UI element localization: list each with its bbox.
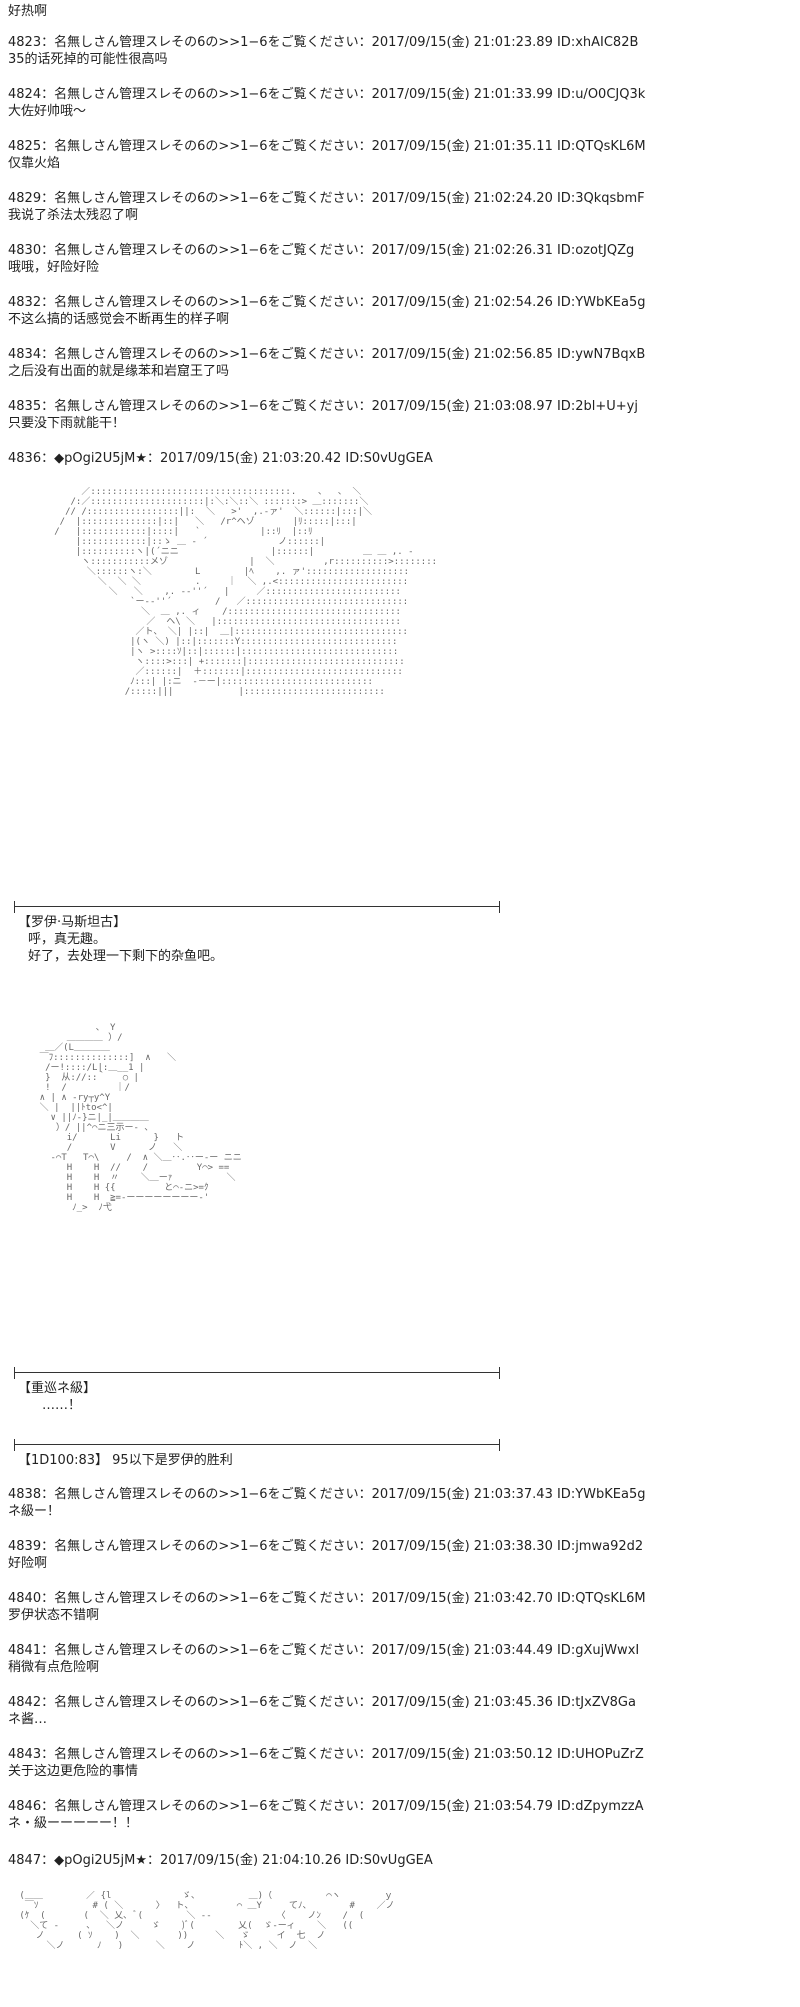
ascii-art-effects: (＿＿ ／ {l ゞ、 ＿)（ ⌒ヽ ｙ ￣ｿ # ( ＼ 〉 ト、 ⌒ ＿Y …: [19, 1891, 395, 1951]
post-header: 4832：名無しさん管理スレその6の>>1−6をご覧ください：2017/09/1…: [8, 295, 646, 310]
post-header: 4842：名無しさん管理スレその6の>>1−6をご覧ください：2017/09/1…: [8, 1695, 636, 1710]
post-header: 4829：名無しさん管理スレその6の>>1−6をご覧ください：2017/09/1…: [8, 191, 645, 206]
post-header: 4838：名無しさん管理スレその6の>>1−6をご覧ください：2017/09/1…: [8, 1487, 646, 1502]
ascii-art-roy: ／:::::::::::::::::::::::::::::::::::::. …: [54, 487, 438, 697]
post-4842: 4842：名無しさん管理スレその6の>>1−6をご覧ください：2017/09/1…: [8, 1694, 636, 1728]
post-body: 罗伊状态不错啊: [8, 1608, 100, 1623]
post-4846: 4846：名無しさん管理スレその6の>>1−6をご覧ください：2017/09/1…: [8, 1798, 644, 1832]
post-4824: 4824：名無しさん管理スレその6の>>1−6をご覧ください：2017/09/1…: [8, 86, 645, 120]
post-4832: 4832：名無しさん管理スレその6の>>1−6をご覧ください：2017/09/1…: [8, 294, 645, 328]
post-body: 仅靠火焰: [8, 156, 61, 171]
dice-result: 【1D100:83】 95以下是罗伊的胜利: [18, 1453, 233, 1468]
post-body: 我说了杀法太残忍了啊: [8, 208, 139, 223]
post-4841: 4841：名無しさん管理スレその6の>>1−6をご覧ください：2017/09/1…: [8, 1642, 639, 1676]
post-body: 35的话死掉的可能性很高吗: [8, 52, 168, 67]
author-post-4847: 4847：◆pOgi2U5jM★：2017/09/15(金) 21:04:10.…: [8, 1852, 433, 1869]
post-body: ネ級ー！: [8, 1504, 61, 1519]
dialogue-line: 好了，去处理一下剩下的杂鱼吧。: [28, 949, 224, 964]
scene-divider: [14, 1367, 500, 1379]
post-header: 4840：名無しさん管理スレその6の>>1−6をご覧ください：2017/09/1…: [8, 1591, 646, 1606]
speaker-name: 【重巡ネ級】: [18, 1381, 97, 1396]
scene-1-dialogue: 【罗伊·马斯坦古】 呼，真无趣。 好了，去处理一下剩下的杂鱼吧。: [18, 914, 223, 965]
post-4840: 4840：名無しさん管理スレその6の>>1−6をご覧ください：2017/09/1…: [8, 1590, 646, 1624]
post-header: 4830：名無しさん管理スレその6の>>1−6をご覧ください：2017/09/1…: [8, 243, 635, 258]
post-header: 4841：名無しさん管理スレその6の>>1−6をご覧ください：2017/09/1…: [8, 1643, 640, 1658]
post-4839: 4839：名無しさん管理スレその6の>>1−6をご覧ください：2017/09/1…: [8, 1538, 643, 1572]
dialogue-line: 呼，真无趣。: [28, 932, 107, 947]
post-header: 4836：◆pOgi2U5jM★：2017/09/15(金) 21:03:20.…: [8, 451, 433, 466]
post-body: 之后没有出面的就是缘苯和岩窟王了吗: [8, 364, 230, 379]
post-header: 4843：名無しさん管理スレその6の>>1−6をご覧ください：2017/09/1…: [8, 1747, 644, 1762]
post-4838: 4838：名無しさん管理スレその6の>>1−6をご覧ください：2017/09/1…: [8, 1486, 645, 1520]
post-body: 大佐好帅哦～: [8, 104, 87, 119]
post-body: 好险啊: [8, 1556, 48, 1571]
post-header: 4834：名無しさん管理スレその6の>>1−6をご覧ください：2017/09/1…: [8, 347, 646, 362]
dialogue-line: ……！: [42, 1398, 82, 1413]
speaker-name: 【罗伊·马斯坦古】: [18, 915, 127, 930]
post-4843: 4843：名無しさん管理スレその6の>>1−6をご覧ください：2017/09/1…: [8, 1746, 644, 1780]
post-header: 4839：名無しさん管理スレその6の>>1−6をご覧ください：2017/09/1…: [8, 1539, 644, 1554]
post-4835: 4835：名無しさん管理スレその6の>>1−6をご覧ください：2017/09/1…: [8, 398, 638, 432]
post-body: 哦哦，好险好险: [8, 260, 100, 275]
post-header: 4823：名無しさん管理スレその6の>>1−6をご覧ください：2017/09/1…: [8, 35, 639, 50]
post-body: ネ酱…: [8, 1712, 48, 1727]
post-body: 不这么搞的话感觉会不断再生的样子啊: [8, 312, 230, 327]
post-4834: 4834：名無しさん管理スレその6の>>1−6をご覧ください：2017/09/1…: [8, 346, 645, 380]
post-4823: 4823：名無しさん管理スレその6の>>1−6をご覧ください：2017/09/1…: [8, 34, 638, 68]
post-body: ネ・級ーーーーー！！: [8, 1816, 139, 1831]
post-header: 4835：名無しさん管理スレその6の>>1−6をご覧ください：2017/09/1…: [8, 399, 638, 414]
post-header: 4846：名無しさん管理スレその6の>>1−6をご覧ください：2017/09/1…: [8, 1799, 644, 1814]
post-header: 4847：◆pOgi2U5jM★：2017/09/15(金) 21:04:10.…: [8, 1853, 433, 1868]
post-4830: 4830：名無しさん管理スレその6の>>1−6をご覧ください：2017/09/1…: [8, 242, 634, 276]
post-body: 关于这边更危险的事情: [8, 1764, 139, 1779]
scene-2-dialogue: 【重巡ネ級】 ……！: [18, 1380, 96, 1414]
author-post-4836: 4836：◆pOgi2U5jM★：2017/09/15(金) 21:03:20.…: [8, 450, 433, 467]
post-header: 4824：名無しさん管理スレその6の>>1−6をご覧ください：2017/09/1…: [8, 87, 646, 102]
scene-divider: [14, 1439, 500, 1451]
post-4825: 4825：名無しさん管理スレその6の>>1−6をご覧ください：2017/09/1…: [8, 138, 646, 172]
scene-divider: [14, 901, 500, 913]
top-line: 好热啊: [8, 4, 48, 19]
post-header: 4825：名無しさん管理スレその6の>>1−6をご覧ください：2017/09/1…: [8, 139, 646, 154]
ascii-art-ne-class: ￣￣ 、 Y ＿＿＿＿ ）/ ＿／(L＿＿＿＿ ￣ﾌ::::::::::::::…: [39, 1023, 242, 1213]
post-body: 只要没下雨就能干！: [8, 416, 126, 431]
post-body: 稍微有点危险啊: [8, 1660, 100, 1675]
post-4829: 4829：名無しさん管理スレその6の>>1−6をご覧ください：2017/09/1…: [8, 190, 645, 224]
